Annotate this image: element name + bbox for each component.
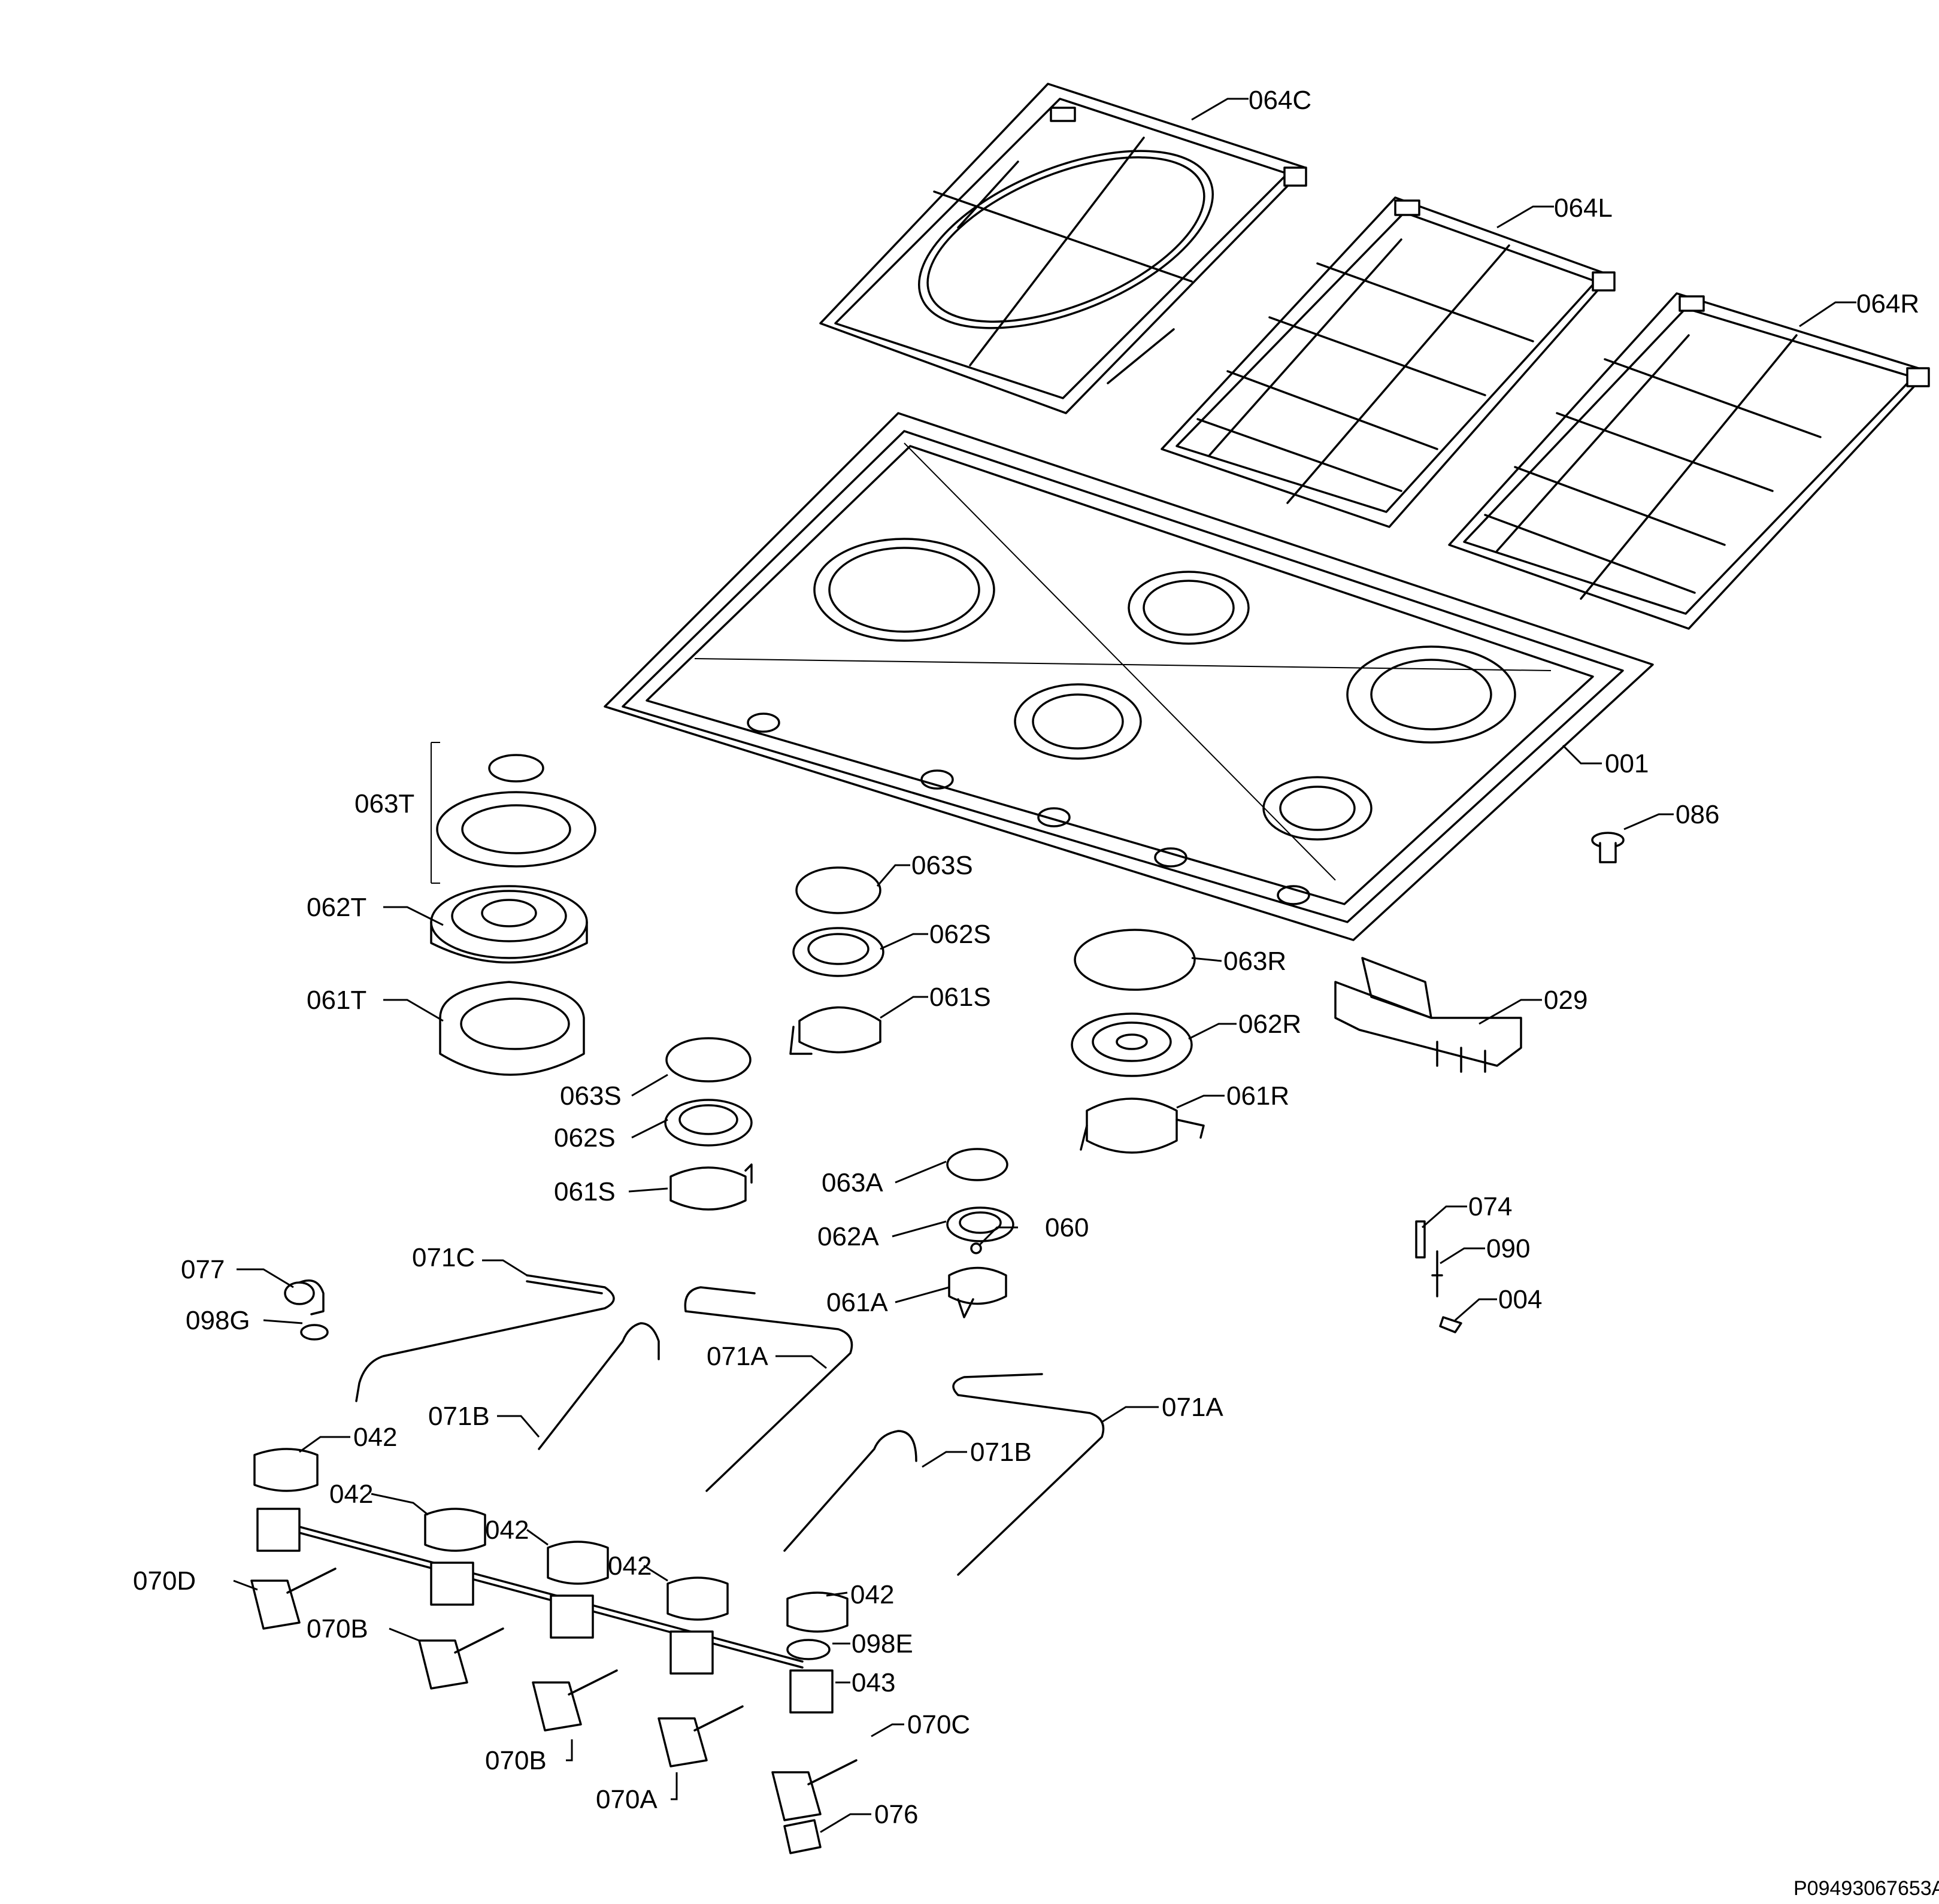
label-064C: 064C <box>1249 86 1311 115</box>
label-063S-lower: 063S <box>560 1081 622 1111</box>
label-042-4: 042 <box>608 1551 652 1581</box>
label-001: 001 <box>1605 749 1649 778</box>
label-042-2: 042 <box>329 1479 373 1509</box>
burner-rapid <box>1071 929 1205 1154</box>
label-042-5: 042 <box>850 1580 894 1609</box>
burner-semi-rapid-upper <box>789 866 884 1055</box>
label-071A-right: 071A <box>1162 1393 1223 1422</box>
label-062A: 062A <box>817 1222 879 1251</box>
foot-086 <box>1591 832 1625 863</box>
label-029: 029 <box>1544 986 1587 1015</box>
label-064R: 064R <box>1856 289 1919 319</box>
elbow-fitting-077 <box>284 1279 329 1341</box>
label-043: 043 <box>852 1668 895 1697</box>
label-070C: 070C <box>907 1710 970 1739</box>
label-062S-lower: 062S <box>554 1123 616 1153</box>
label-077: 077 <box>181 1255 225 1284</box>
label-086: 086 <box>1676 800 1719 829</box>
gas-pipes <box>355 1274 1105 1576</box>
pan-support-064L <box>1161 196 1616 528</box>
label-062T: 062T <box>307 893 366 922</box>
label-064L: 064L <box>1554 193 1613 223</box>
label-042-3: 042 <box>485 1515 529 1545</box>
label-098G: 098G <box>186 1306 250 1335</box>
label-004: 004 <box>1498 1285 1542 1314</box>
label-071B-right: 071B <box>970 1438 1032 1467</box>
part-labels: 064C 064L 064R 001 086 063T 062T 061T 06… <box>133 86 1939 1900</box>
drawing-code: P09493067653A <box>1793 1877 1939 1900</box>
label-062S-upper: 062S <box>929 920 991 949</box>
label-090: 090 <box>1486 1234 1530 1263</box>
hob-top-001 <box>604 412 1654 941</box>
label-076: 076 <box>874 1800 918 1829</box>
label-098E: 098E <box>852 1629 913 1659</box>
label-061A: 061A <box>826 1288 888 1317</box>
label-070A: 070A <box>596 1785 658 1814</box>
label-061S-upper: 061S <box>929 983 991 1012</box>
label-071C: 071C <box>412 1243 475 1272</box>
label-070B-lower: 070B <box>485 1746 547 1775</box>
label-063T: 063T <box>355 789 414 818</box>
pan-support-064C <box>819 83 1307 414</box>
control-valves <box>250 1448 858 1854</box>
burner-auxiliary <box>946 1148 1014 1318</box>
label-042-1: 042 <box>353 1423 397 1452</box>
label-063R: 063R <box>1223 947 1286 976</box>
label-063S-upper: 063S <box>911 851 973 880</box>
label-060: 060 <box>1045 1213 1089 1242</box>
label-070D: 070D <box>133 1566 196 1596</box>
label-061T: 061T <box>307 986 366 1015</box>
label-062R: 062R <box>1238 1009 1301 1039</box>
label-071A-left: 071A <box>707 1342 768 1371</box>
spark-generator-029 <box>1334 957 1522 1073</box>
label-070B-upper: 070B <box>307 1614 368 1644</box>
leader-lines <box>233 98 1856 1833</box>
pan-support-064R <box>1448 292 1930 630</box>
label-074: 074 <box>1468 1192 1512 1221</box>
label-061R: 061R <box>1226 1081 1289 1111</box>
label-063A: 063A <box>822 1168 883 1197</box>
burner-triple <box>430 742 596 1076</box>
burner-semi-rapid-lower <box>664 1037 753 1211</box>
label-061S-lower: 061S <box>554 1177 616 1206</box>
label-071B-left: 071B <box>428 1402 490 1431</box>
electrodes <box>1415 1220 1462 1333</box>
